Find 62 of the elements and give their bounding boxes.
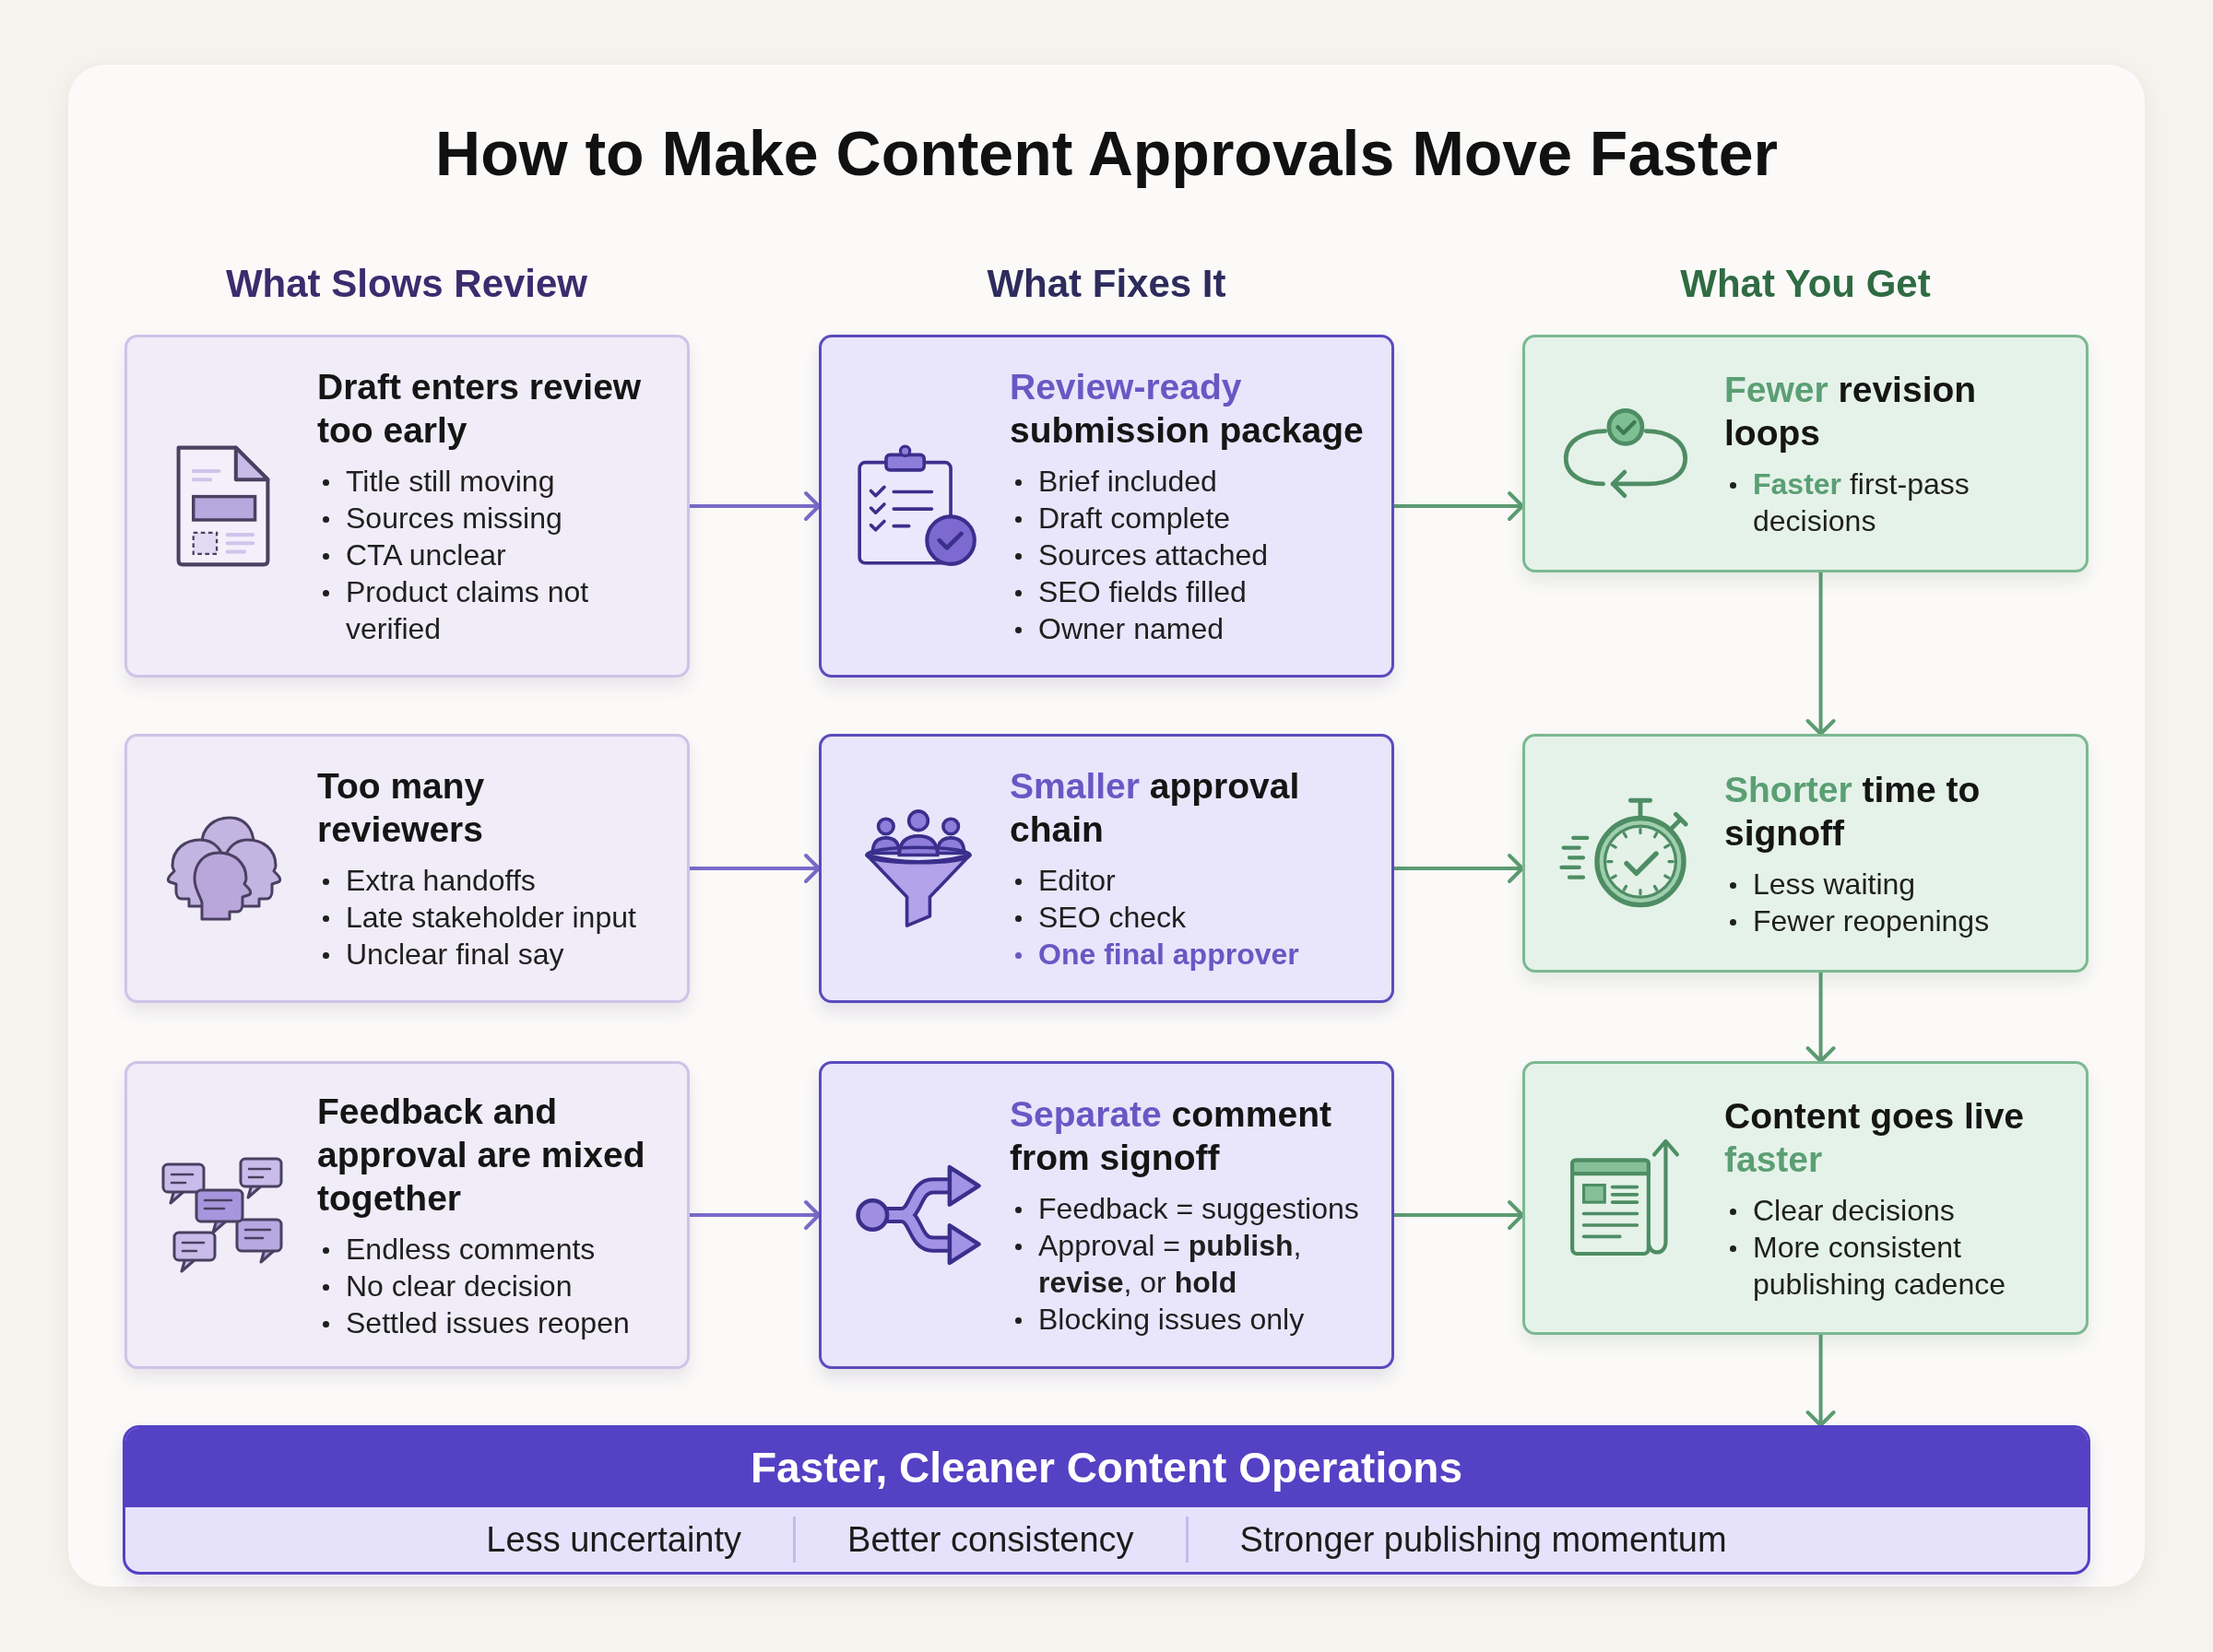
diagram-title: How to Make Content Approvals Move Faster [435,117,1778,190]
bullet-item: Faster first-pass decisions [1724,466,2065,539]
card-heading: Draft enters review too early [317,366,643,452]
card-heading: Fewer revision loops [1724,369,1978,454]
card-heading: Shorter time to signoff [1724,768,1982,855]
card-heading: Too many reviewers [317,765,486,851]
bullet-item: Owner named [1010,610,1379,647]
problem-card [124,1061,690,1369]
arrow [1805,973,1836,1063]
bullet-item: Clear decisions [1724,1191,2065,1229]
bullet-item: Sources missing [317,500,654,537]
bullet-item: CTA unclear [317,537,654,573]
result-card [1522,734,2089,973]
bullet-item: Brief included [1010,463,1379,500]
card-heading: Content goes live faster [1724,1094,2026,1181]
bullet-item: Late stakeholder input [317,899,654,936]
bullet-item: More consistent publishing cadence [1724,1228,2065,1303]
bullet-item: One final approver [1010,936,1379,973]
bullet-item: Blocking issues only [1010,1301,1379,1338]
bullet-item: Product claims not verified [317,573,654,647]
result-card [1522,335,2089,572]
bullet-item: SEO fields filled [1010,573,1379,610]
card-heading: Review-ready submission package [1010,366,1365,452]
arrow [1394,491,1524,521]
arrow [1394,854,1524,883]
bullet-item: No clear decision [317,1267,654,1304]
bullet-item: Title still moving [317,463,654,500]
result-card [1522,1061,2089,1335]
bullet-item: Endless comments [317,1230,654,1268]
column-heading: What Slows Review [225,261,588,307]
arrow [690,854,821,883]
bullet-item: Editor [1010,862,1379,899]
bullet-item: Draft complete [1010,500,1379,537]
bullet-item: Feedback = suggestions [1010,1190,1379,1227]
summary-banner [123,1425,2090,1575]
problem-card [124,734,690,1003]
column-heading: What Fixes It [987,261,1226,307]
card-heading: Smaller approval chain [1010,765,1301,851]
bullet-item: Sources attached [1010,537,1379,573]
benefit-text: Better consistency [847,1519,1134,1561]
benefit-text: Stronger publishing momentum [1239,1519,1727,1561]
arrow [1805,1335,1836,1427]
bullet-item: Less waiting [1724,865,2065,903]
bullet-item: Extra handoffs [317,862,654,899]
benefit-text: Less uncertainty [486,1519,742,1561]
solution-card [819,1061,1394,1369]
column-heading: What You Get [1680,261,1931,307]
bullet-item: Unclear final say [317,936,654,973]
bullet-item: Approval = publish, revise, or hold [1010,1227,1379,1301]
problem-card [124,335,690,678]
solution-card [819,335,1394,678]
arrow [690,491,821,521]
banner-title: Faster, Cleaner Content Operations [751,1443,1462,1493]
solution-card [819,734,1394,1003]
bullet-item: Fewer reopenings [1724,902,2065,939]
bullet-item: Settled issues reopen [317,1304,654,1341]
arrow [1394,1200,1524,1230]
arrow [1805,572,1836,736]
card-heading: Separate comment from signoff [1010,1093,1332,1179]
bullet-item: SEO check [1010,899,1379,936]
card-heading: Feedback and approval are mixed together [317,1090,646,1220]
arrow [690,1200,821,1230]
